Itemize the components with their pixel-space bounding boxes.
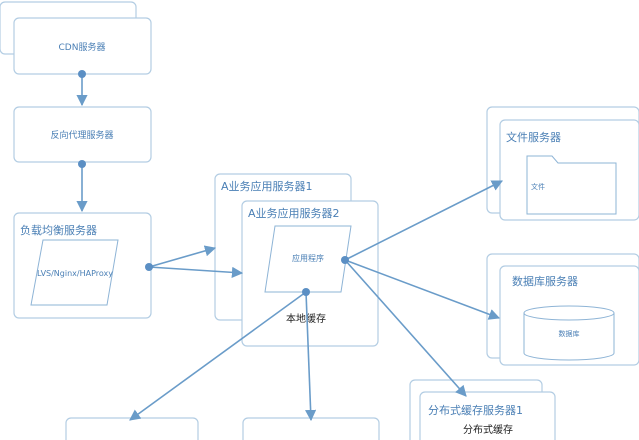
- folder-icon: [526, 155, 617, 215]
- lb-software-parallelogram: [30, 239, 119, 306]
- load-balancer-label: 负载均衡服务器: [20, 223, 97, 237]
- reverse-proxy-label: 反向代理服务器: [50, 129, 113, 141]
- cache-server-node: 分布式缓存服务器1 分布式缓存: [409, 379, 556, 440]
- connectors: [76, 74, 504, 422]
- connector-app-to-file: [344, 180, 504, 261]
- connector-lb-to-app2: [148, 266, 244, 278]
- load-balancer-node: 负载均衡服务器 LVS/Nginx/HAProxy: [13, 212, 152, 319]
- file-label: 文件: [531, 182, 545, 191]
- cache-server-label: 分布式缓存服务器1: [428, 403, 523, 417]
- connector-app-to-bottom-left: [129, 291, 307, 421]
- cdn-output-dot: [78, 70, 86, 78]
- db-server-label: 数据库服务器: [512, 274, 578, 288]
- database-cylinder-icon: [523, 305, 615, 361]
- lb-software-label: LVS/Nginx/HAProxy: [37, 269, 113, 278]
- cdn-server-node: CDN服务器: [0, 1, 152, 75]
- distributed-cache-label: 分布式缓存: [463, 423, 513, 436]
- db-server-node: 数据库服务器 数据库: [486, 253, 639, 366]
- cache-server-box: [419, 391, 556, 440]
- app-program-parallelogram: [264, 225, 352, 293]
- connector-app-to-bottom-center: [305, 291, 317, 422]
- connector-app-to-cache: [344, 259, 467, 397]
- file-server-label: 文件服务器: [506, 130, 561, 144]
- connector-lb-to-app1: [148, 245, 217, 268]
- database-cylinder-top: [523, 305, 615, 321]
- app-program-right-dot: [341, 256, 349, 264]
- bottom-center-server-box: [242, 417, 380, 440]
- app-server-2-node: A业务应用服务器2 应用程序 本地缓存: [241, 200, 379, 347]
- app-program-label: 应用程序: [292, 253, 324, 263]
- app-server-2-label: A业务应用服务器2: [248, 206, 340, 220]
- database-cylinder-body: [523, 313, 615, 361]
- app-server-1-label: A业务应用服务器1: [221, 179, 313, 193]
- file-server-node: 文件服务器 文件: [486, 106, 639, 221]
- lb-output-dot: [145, 263, 153, 271]
- bottom-left-server-box: [65, 417, 199, 440]
- reverse-proxy-node: 反向代理服务器: [13, 106, 152, 163]
- database-label: 数据库: [559, 329, 580, 338]
- connection-dots: [78, 70, 349, 296]
- app-program-bottom-dot: [302, 288, 310, 296]
- cdn-server-label: CDN服务器: [59, 41, 106, 53]
- proxy-output-dot: [78, 160, 86, 168]
- connector-app-to-db: [344, 259, 501, 320]
- local-cache-label: 本地缓存: [286, 312, 326, 325]
